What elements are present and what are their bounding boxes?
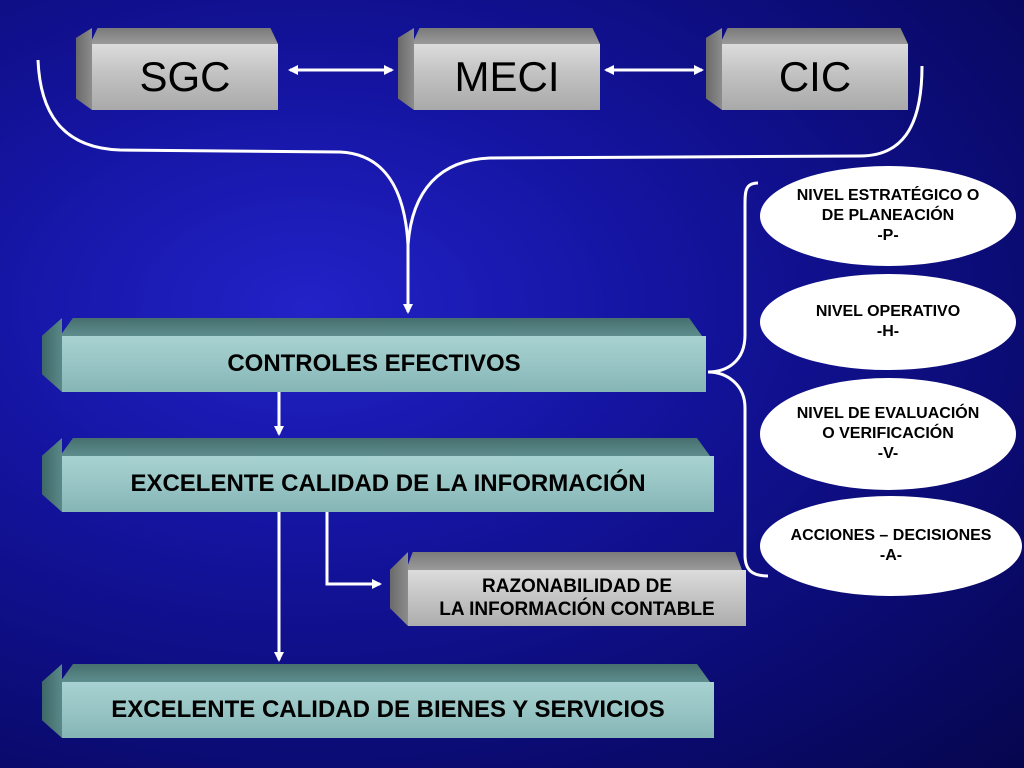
meci-box: MECI [398, 28, 600, 110]
nivel-operativo-line1: NIVEL OPERATIVO [815, 303, 961, 320]
top-brace-left [36, 59, 410, 246]
controles-efectivos-box: CONTROLES EFECTIVOS [42, 318, 706, 392]
nivel-evaluacion-line2: O VERIFICACIÓN [822, 425, 954, 442]
cic-label: CIC [778, 53, 852, 100]
controles-efectivos-label: CONTROLES EFECTIVOS [227, 350, 521, 377]
nivel-estrategico-line1: NIVEL ESTRATÉGICO O [796, 187, 980, 204]
nivel-estrategico-line2: DE PLANEACIÓN [821, 207, 955, 224]
nivel-operativo-code: -H- [876, 323, 900, 340]
acciones-decisiones-code: -A- [879, 547, 903, 564]
nivel-operativo-oval: NIVEL OPERATIVO -H- [760, 274, 1016, 370]
nivel-estrategico-oval: NIVEL ESTRATÉGICO O DE PLANEACIÓN -P- [760, 166, 1016, 266]
cic-box: CIC [706, 28, 908, 110]
meci-label: MECI [454, 53, 560, 100]
sgc-box: SGC [76, 28, 278, 110]
nivel-evaluacion-code: -V- [877, 445, 899, 462]
sgc-label: SGC [139, 53, 231, 100]
razonabilidad-line2: LA INFORMACIÓN CONTABLE [439, 599, 715, 620]
acciones-decisiones-line1: ACCIONES – DECISIONES [790, 527, 992, 544]
razonabilidad-box: RAZONABILIDAD DE LA INFORMACIÓN CONTABLE [390, 552, 746, 626]
bienes-servicios-box: EXCELENTE CALIDAD DE BIENES Y SERVICIOS [42, 664, 714, 738]
arrow-to-razonabilidad [325, 512, 382, 589]
calidad-informacion-box: EXCELENTE CALIDAD DE LA INFORMACIÓN [42, 438, 714, 512]
bienes-servicios-label: EXCELENTE CALIDAD DE BIENES Y SERVICIOS [111, 696, 665, 723]
right-brace [707, 181, 769, 578]
nivel-estrategico-code: -P- [877, 227, 899, 244]
calidad-informacion-label: EXCELENTE CALIDAD DE LA INFORMACIÓN [130, 470, 646, 497]
nivel-evaluacion-oval: NIVEL DE EVALUACIÓN O VERIFICACIÓN -V- [760, 378, 1016, 490]
nivel-evaluacion-line1: NIVEL DE EVALUACIÓN [796, 405, 980, 422]
top-brace-right [406, 65, 924, 246]
acciones-decisiones-oval: ACCIONES – DECISIONES -A- [760, 496, 1022, 596]
razonabilidad-line1: RAZONABILIDAD DE [482, 576, 672, 597]
